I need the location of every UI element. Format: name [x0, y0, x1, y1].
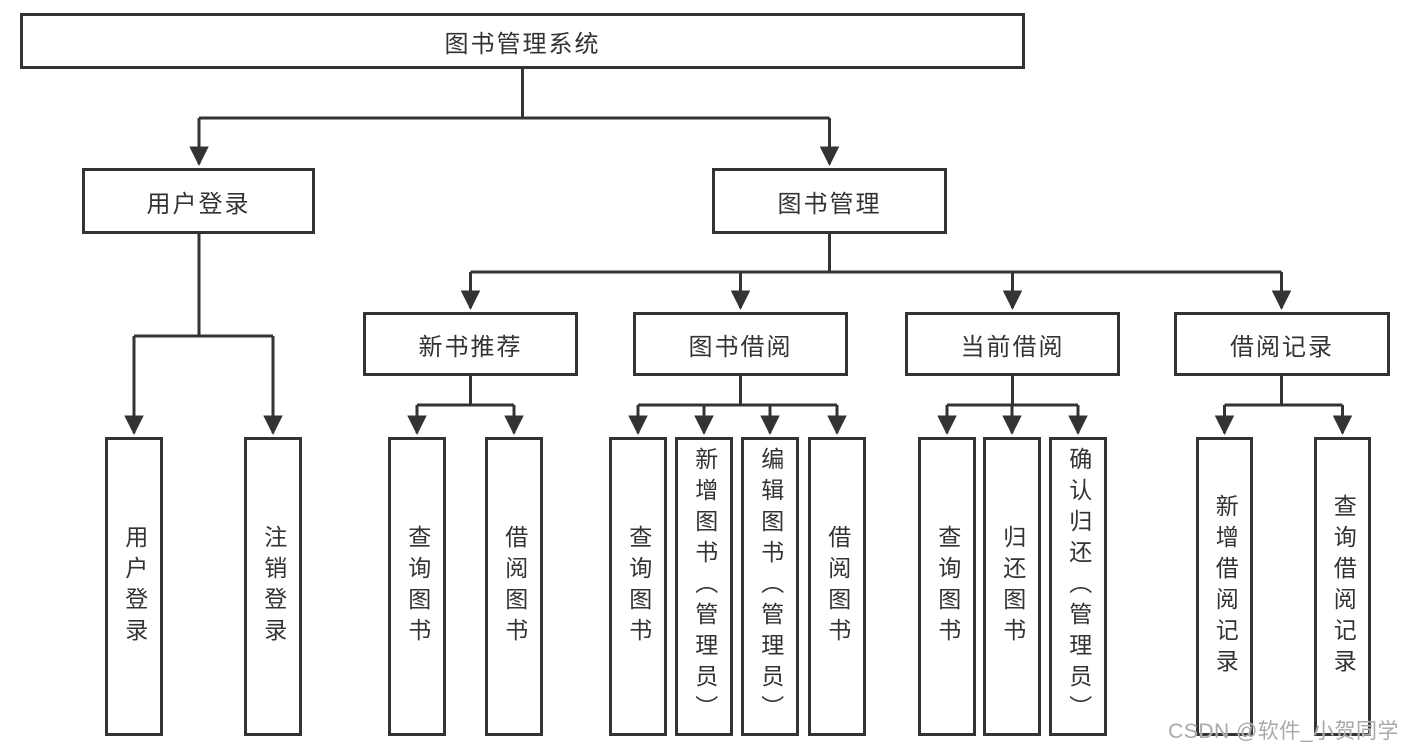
leaf-query-books-borrow: 查询图书	[609, 437, 667, 736]
node-book-management-branch: 图书管理	[712, 168, 947, 234]
leaf-add-book-admin: 新增图书（管理员）	[675, 437, 733, 736]
node-user-login-branch: 用户登录	[82, 168, 315, 234]
leaf-confirm-return-admin: 确认归还（管理员）	[1049, 437, 1107, 736]
leaf-query-borrow-record: 查询借阅记录	[1314, 437, 1371, 736]
leaf-logout: 注销登录	[244, 437, 302, 736]
node-borrowing-records: 借阅记录	[1174, 312, 1390, 376]
leaf-borrow-books-recommend: 借阅图书	[485, 437, 543, 736]
csdn-watermark: CSDN @软件_小贺同学	[1168, 720, 1399, 743]
node-new-book-recommendation: 新书推荐	[363, 312, 578, 376]
leaf-user-login: 用户登录	[105, 437, 163, 736]
node-current-borrowing: 当前借阅	[905, 312, 1120, 376]
node-library-management-system: 图书管理系统	[20, 13, 1025, 69]
leaf-return-book: 归还图书	[983, 437, 1041, 736]
leaf-query-books-current: 查询图书	[918, 437, 976, 736]
leaf-edit-book-admin: 编辑图书（管理员）	[741, 437, 799, 736]
node-book-borrowing: 图书借阅	[633, 312, 848, 376]
leaf-query-books-recommend: 查询图书	[388, 437, 446, 736]
leaf-add-borrow-record: 新增借阅记录	[1196, 437, 1253, 736]
leaf-borrow-books: 借阅图书	[808, 437, 866, 736]
